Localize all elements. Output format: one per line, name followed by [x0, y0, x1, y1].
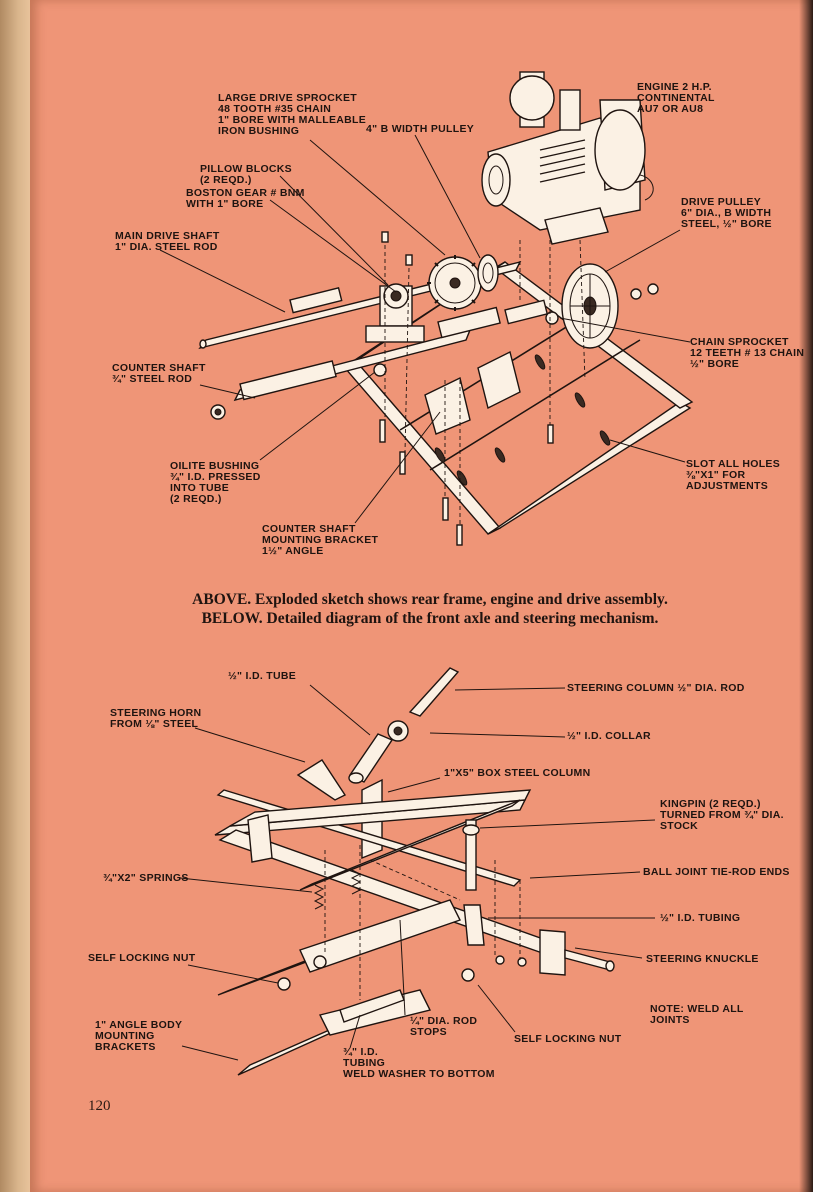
label-b-width-pulley: 4" B WIDTH PULLEY: [366, 123, 475, 135]
caption-below-text: Detailed diagram of the front axle and s…: [266, 610, 659, 627]
label-ball-joint: BALL JOINT TIE-ROD ENDS: [643, 866, 790, 878]
label-chain-sprocket: CHAIN SPROCKET 12 TEETH # 13 CHAIN ½" BO…: [690, 336, 805, 370]
page-number: 120: [88, 1098, 111, 1114]
bottom-leader-lines: [179, 684, 656, 1061]
label-self-locking-nut-bottom: SELF LOCKING NUT: [514, 1033, 622, 1045]
caption-above-text: Exploded sketch shows rear frame, engine…: [255, 591, 668, 608]
label-kingpin: KINGPIN (2 REQD.) TURNED FROM ¾" DIA. ST…: [660, 798, 784, 832]
large-drive-sprocket-shape: [427, 255, 483, 311]
label-steering-knuckle: STEERING KNUCKLE: [646, 953, 759, 965]
label-self-locking-nut-left: SELF LOCKING NUT: [88, 952, 196, 964]
label-rod-stops: ¼" DIA. ROD STOPS: [410, 1015, 478, 1038]
label-id-tubing: ½" I.D. TUBING: [660, 912, 741, 924]
caption-above: ABOVE. Exploded sketch shows rear frame,…: [120, 590, 740, 610]
label-steering-horn: STEERING HORN FROM ⅛" STEEL: [110, 707, 202, 730]
label-id-collar: ½" I.D. COLLAR: [567, 730, 651, 742]
rear-frame-drawing: [198, 71, 694, 546]
label-tubing-34: ¾" I.D. TUBING WELD WASHER TO BOTTOM: [343, 1046, 495, 1080]
page-edge-shadow: [799, 0, 813, 1192]
label-slot-holes: SLOT ALL HOLES ⅜"x1" FOR ADJUSTMENTS: [686, 458, 781, 492]
front-axle-drawing: [214, 667, 615, 1076]
label-note-weld: NOTE: WELD ALL JOINTS: [650, 1003, 744, 1026]
label-springs: ¾"x2" SPRINGS: [103, 872, 189, 884]
label-counter-shaft-bracket: COUNTER SHAFT MOUNTING BRACKET 1½" ANGLE: [262, 523, 379, 557]
label-counter-shaft: COUNTER SHAFT ¾" STEEL ROD: [112, 362, 206, 385]
caption-below-keyword: BELOW.: [201, 610, 263, 627]
caption-below: BELOW. Detailed diagram of the front axl…: [120, 609, 740, 629]
label-pillow-blocks: PILLOW BLOCKS (2 REQD.): [200, 163, 292, 186]
book-spine: [0, 0, 30, 1192]
label-oilite-bushing: OILITE BUSHING ¾" I.D. PRESSED INTO TUBE…: [170, 460, 261, 505]
label-boston-gear: BOSTON GEAR # BNM WITH 1" BORE: [186, 187, 305, 210]
drive-pulley-shape: [561, 263, 619, 349]
label-id-tube: ½" I.D. TUBE: [228, 670, 297, 682]
label-steering-column: STEERING COLUMN ½" DIA. ROD: [567, 682, 745, 694]
label-angle-body: 1" ANGLE BODY MOUNTING BRACKETS: [95, 1019, 183, 1053]
caption-above-keyword: ABOVE.: [192, 591, 252, 608]
label-large-drive-sprocket: LARGE DRIVE SPROCKET 48 TOOTH #35 CHAIN …: [218, 92, 367, 137]
engine-shape: [481, 71, 654, 245]
label-main-drive-shaft: MAIN DRIVE SHAFT 1" DIA. STEEL ROD: [115, 230, 220, 253]
label-drive-pulley: DRIVE PULLEY 6" DIA., B WIDTH STEEL, ½" …: [681, 196, 772, 230]
label-engine: ENGINE 2 H.P. CONTINENTAL AU7 OR AU8: [637, 81, 715, 115]
top-leader-lines: [159, 134, 691, 524]
label-box-steel-column: 1"x5" BOX STEEL COLUMN: [444, 767, 591, 779]
